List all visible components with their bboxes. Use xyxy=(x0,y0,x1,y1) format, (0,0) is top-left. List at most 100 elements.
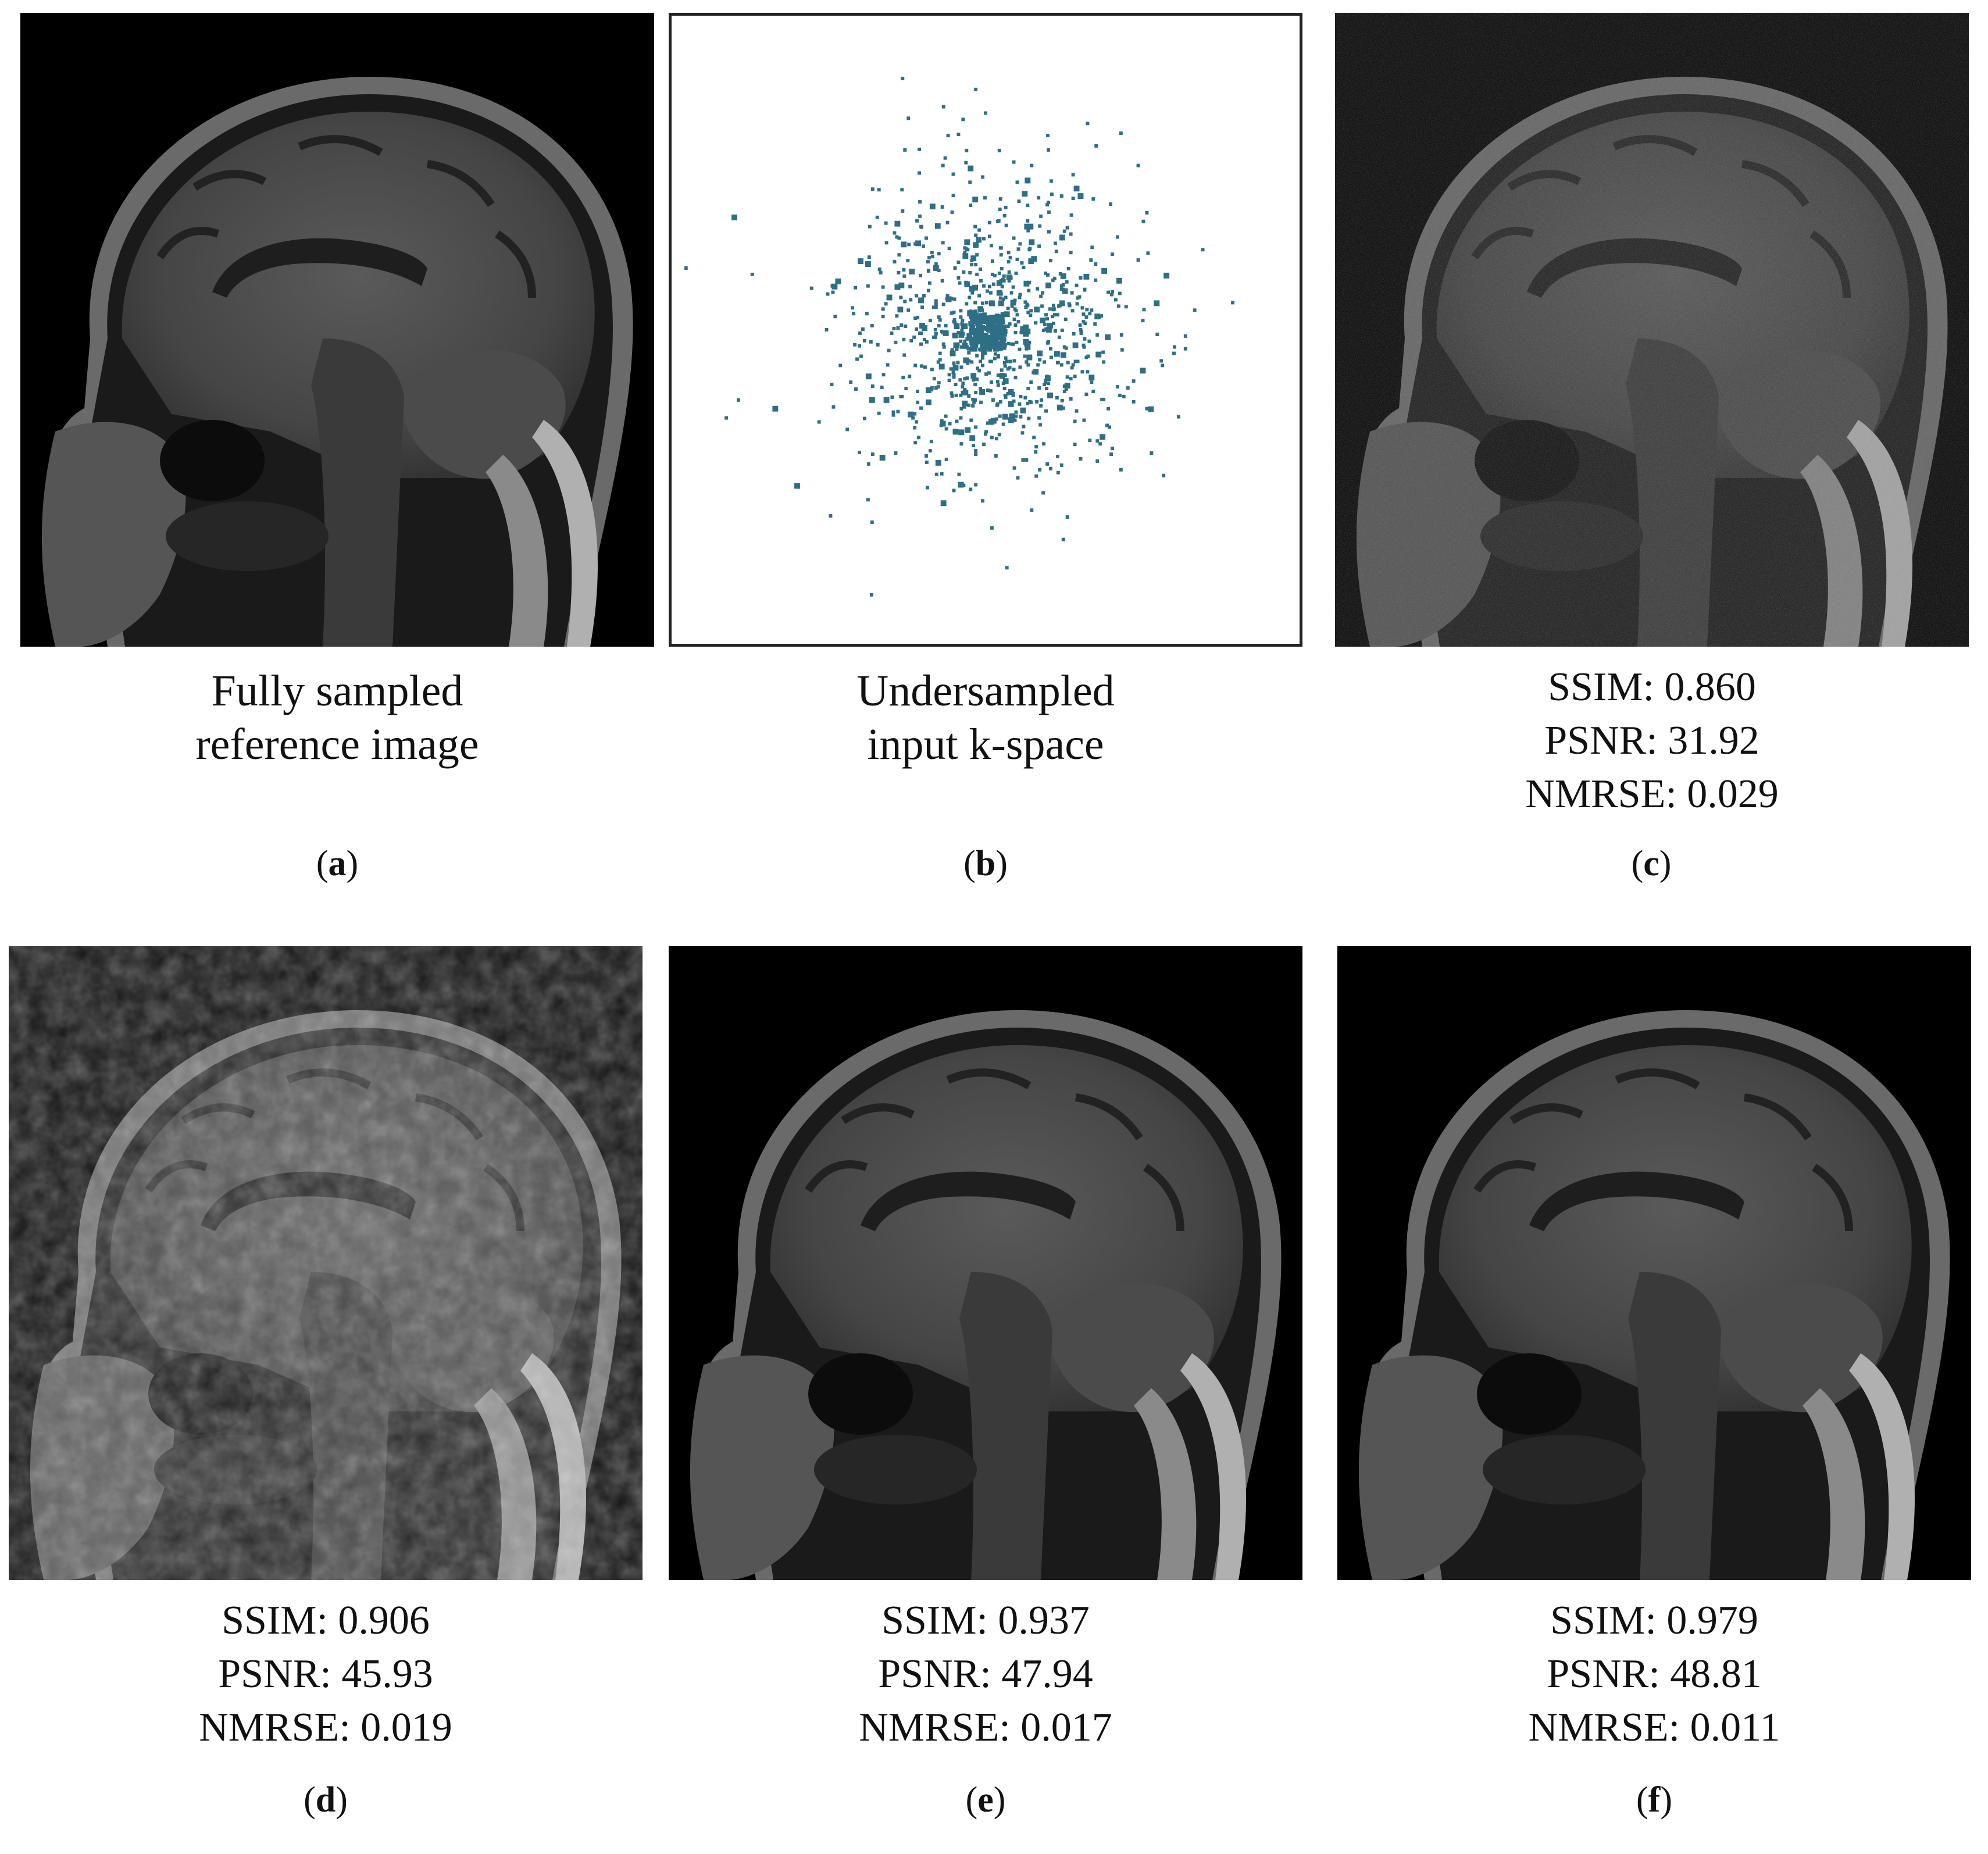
kspace-sample xyxy=(984,430,988,434)
kspace-sample xyxy=(1047,230,1051,234)
kspace-sample xyxy=(994,454,998,458)
kspace-sample xyxy=(1116,304,1120,308)
kspace-sample xyxy=(1060,398,1064,402)
kspace-sample xyxy=(981,349,987,355)
kspace-sample xyxy=(1044,313,1048,317)
kspace-sample xyxy=(895,235,899,239)
kspace-sample xyxy=(1136,258,1140,262)
kspace-sample xyxy=(995,219,1000,223)
kspace-sample xyxy=(884,221,888,225)
mri-reference-image xyxy=(20,13,654,647)
kspace-sample xyxy=(979,267,983,271)
kspace-sample xyxy=(997,433,1001,437)
panel-c: SSIM: 0.860 PSNR: 31.92 NMRSE: 0.029 xyxy=(1335,13,1969,821)
kspace-sample xyxy=(997,271,1001,275)
ssim-c: SSIM: 0.860 xyxy=(1548,665,1756,709)
kspace-sample xyxy=(896,409,900,413)
kspace-sample xyxy=(854,387,858,391)
kspace-sample xyxy=(942,345,946,349)
kspace-sample xyxy=(982,443,986,447)
kspace-sample xyxy=(911,416,915,420)
psnr-d: PSNR: 45.93 xyxy=(218,1652,433,1696)
kspace-sample xyxy=(1054,351,1060,357)
kspace-sample xyxy=(1163,272,1170,279)
kspace-sample xyxy=(931,305,936,309)
kspace-sample xyxy=(972,310,976,314)
kspace-sample xyxy=(862,338,866,343)
kspace-sample xyxy=(977,334,983,339)
kspace-sample xyxy=(1193,308,1197,312)
kspace-sample xyxy=(1172,351,1176,355)
kspace-sample xyxy=(1082,312,1086,316)
mri-reconstruction-d xyxy=(9,946,643,1580)
nmrse-c: NMRSE: 0.029 xyxy=(1525,772,1779,817)
kspace-sample xyxy=(925,399,931,405)
kspace-sample xyxy=(1042,442,1046,446)
panel-d: SSIM: 0.906 PSNR: 45.93 NMRSE: 0.019 xyxy=(9,946,643,1755)
kspace-sample xyxy=(1051,322,1055,326)
kspace-sample xyxy=(869,340,873,344)
kspace-sample xyxy=(870,324,874,328)
kspace-sample xyxy=(880,386,884,390)
kspace-sample xyxy=(1061,283,1065,287)
kspace-sample xyxy=(1154,300,1160,306)
kspace-sample xyxy=(1095,459,1100,463)
kspace-sample xyxy=(1012,399,1016,403)
kspace-sample xyxy=(1018,293,1022,297)
kspace-sample xyxy=(973,334,978,339)
kspace-sample xyxy=(1061,537,1065,541)
kspace-sample xyxy=(1100,314,1104,318)
kspace-sample xyxy=(772,405,779,412)
kspace-sample xyxy=(897,253,901,257)
kspace-sample xyxy=(1015,258,1019,262)
kspace-sample xyxy=(1001,382,1005,386)
kspace-sample xyxy=(1012,368,1016,372)
kspace-sample xyxy=(959,393,963,397)
kspace-sample xyxy=(1082,418,1086,422)
kspace-sample xyxy=(947,373,951,377)
kspace-sample xyxy=(934,472,938,476)
kspace-sample xyxy=(1116,277,1122,284)
kspace-sample xyxy=(1079,330,1083,333)
kspace-sample xyxy=(1122,394,1126,398)
kspace-sample xyxy=(851,306,855,310)
kspace-sample xyxy=(925,460,929,464)
kspace-sample xyxy=(1025,344,1031,350)
kspace-sample xyxy=(1037,196,1041,200)
kspace-sample xyxy=(862,416,866,420)
nmrse-f: NMRSE: 0.011 xyxy=(1528,1705,1780,1750)
kspace-sample xyxy=(944,457,948,461)
kspace-sample xyxy=(968,165,974,172)
kspace-sample xyxy=(1026,219,1030,223)
kspace-sample xyxy=(909,338,913,343)
kspace-sample xyxy=(1026,387,1030,391)
kspace-sample xyxy=(845,427,850,432)
kspace-sample xyxy=(1083,337,1087,341)
kspace-sample xyxy=(865,312,869,316)
kspace-sample xyxy=(978,321,983,326)
kspace-sample xyxy=(1043,383,1047,387)
kspace-sample xyxy=(919,273,923,277)
kspace-sample xyxy=(890,395,894,399)
kspace-sample xyxy=(989,327,994,332)
kspace-sample xyxy=(991,398,995,402)
nmrse-e: NMRSE: 0.017 xyxy=(859,1705,1112,1750)
kspace-sample xyxy=(950,210,954,214)
kspace-sample xyxy=(992,336,997,341)
kspace-sample xyxy=(1006,274,1012,280)
kspace-sample xyxy=(997,329,1002,333)
kspace-sample xyxy=(998,296,1002,300)
kspace-sample xyxy=(970,328,975,333)
kspace-sample xyxy=(986,344,991,350)
kspace-sample xyxy=(974,391,978,394)
kspace-sample xyxy=(962,253,969,259)
kspace-sample xyxy=(934,386,938,390)
kspace-sample xyxy=(979,389,986,395)
kspace-sample xyxy=(892,327,896,330)
kspace-sample xyxy=(997,148,1001,152)
kspace-sample xyxy=(886,363,890,367)
kspace-sample xyxy=(975,354,979,358)
kspace-sample xyxy=(1043,360,1047,364)
kspace-sample xyxy=(1231,301,1235,305)
kspace-sample xyxy=(1001,277,1005,281)
